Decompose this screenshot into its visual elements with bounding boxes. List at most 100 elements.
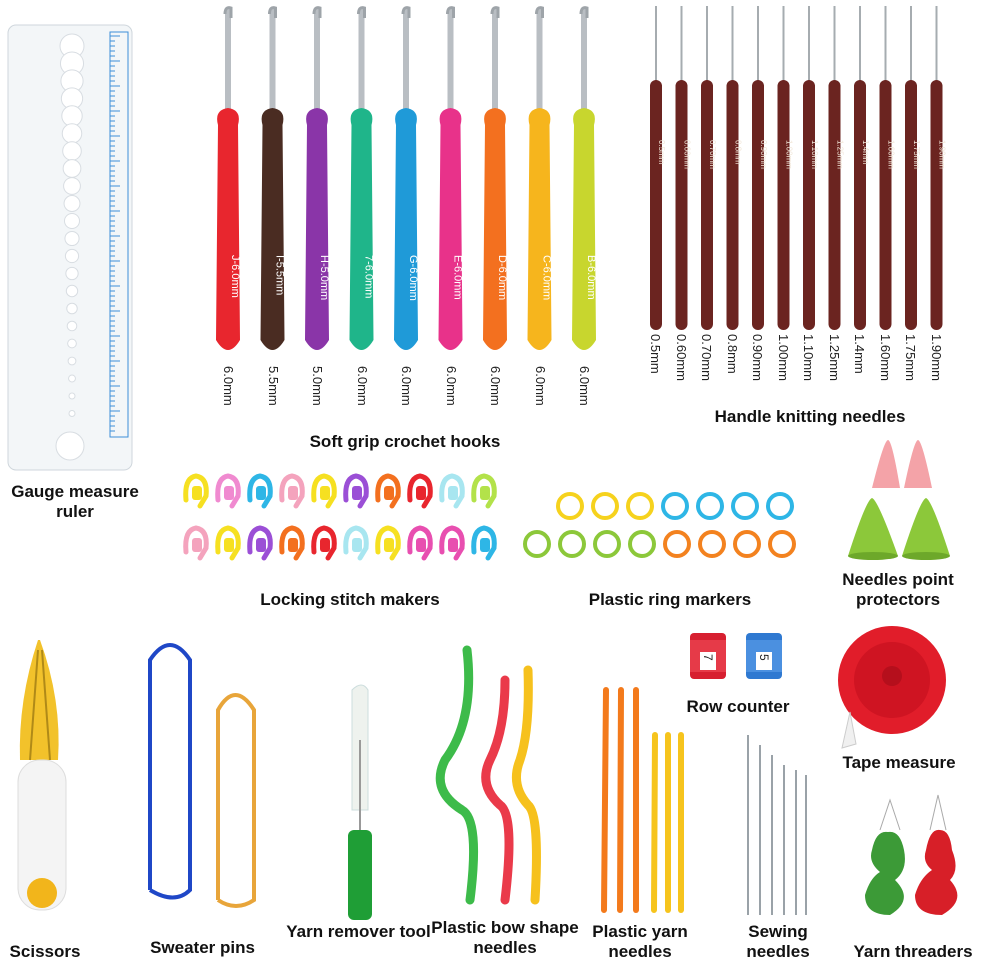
hook-handle-text: J-6.0mm <box>229 255 241 298</box>
needle-size-label: 1.60mm <box>877 334 893 381</box>
hook-size-label: 6.0mm <box>443 366 459 406</box>
locking-marker <box>183 473 209 509</box>
hook-handle-text: H-5.0mm <box>318 255 330 300</box>
needle-handle-text: 0.8mm <box>734 140 743 165</box>
hook-handle-text: B-6.0mm <box>585 255 597 300</box>
needle-size-label: 0.5mm <box>648 334 663 374</box>
hook-size-label: 5.5mm <box>265 366 281 406</box>
label-crochet-hooks: Soft grip crochet hooks <box>309 432 501 451</box>
locking-marker <box>279 525 305 561</box>
crochet-hook: C-6.0mm <box>527 6 553 350</box>
label-row-counter: Row counter <box>686 697 790 716</box>
needle-handle-text: 1.90mm <box>938 140 947 169</box>
hook-size-label: 6.0mm <box>354 366 370 406</box>
label-yarn-needles: Plastic yarn needles <box>592 922 688 961</box>
needle-size-label: 1.10mm <box>801 334 816 381</box>
knitting-needle: 1.60mm <box>879 6 896 330</box>
label-yarn-threaders: Yarn threaders <box>853 942 973 961</box>
knitting-needle: 0.70mm <box>701 6 717 330</box>
locking-marker <box>439 525 465 561</box>
needle-size-label: 1.4mm <box>852 334 867 374</box>
sweater-pins <box>148 643 256 908</box>
crochet-hook: I-5.5mm <box>260 6 286 350</box>
locking-marker <box>407 473 433 509</box>
needle-handle-text: 1.10mm <box>810 140 819 169</box>
hook-handle-text: D-6.0mm <box>496 255 508 300</box>
label-locking-markers: Locking stitch makers <box>260 590 440 609</box>
ring-marker <box>523 530 551 558</box>
label-ring-markers: Plastic ring markers <box>588 590 752 609</box>
locking-marker <box>471 473 497 509</box>
knitting-needle: 1.4mm <box>854 6 870 330</box>
hook-handle-text: E-6.0mm <box>452 255 464 300</box>
locking-marker <box>183 525 209 561</box>
ring-marker <box>593 530 621 558</box>
crochet-hook: J-6.0mm <box>216 6 241 350</box>
knitting-needle: 1.90mm <box>930 6 947 330</box>
row-counter-digit: 5 <box>757 654 771 661</box>
ring-marker <box>626 492 654 520</box>
locking-marker <box>279 473 305 509</box>
knitting-needle: 0.60mm <box>675 6 692 330</box>
row-counter <box>690 633 782 679</box>
crochet-hook: B-6.0mm <box>572 6 597 350</box>
ring-marker <box>556 492 584 520</box>
point-protectors <box>848 440 950 560</box>
hook-size-label: 6.0mm <box>399 366 414 406</box>
locking-marker <box>343 473 369 509</box>
ring-markers <box>523 492 796 558</box>
yarn-remover-tool <box>348 684 372 920</box>
tape-measure <box>838 626 946 749</box>
needle-size-label: 1.00mm <box>775 334 791 381</box>
label-tape-measure: Tape measure <box>842 753 956 772</box>
ring-marker <box>663 530 691 558</box>
ring-marker <box>591 492 619 520</box>
needle-handle-text: 0.90mm <box>759 140 768 169</box>
crochet-hook: H-5.0mm <box>305 6 330 350</box>
locking-marker <box>375 525 401 561</box>
needle-size-label: 0.90mm <box>750 334 765 381</box>
needle-size-label: 1.90mm <box>928 334 944 381</box>
locking-marker <box>247 525 273 561</box>
needle-handle-text: 1.75mm <box>912 140 921 169</box>
knitting-needle: 1.75mm <box>905 6 921 330</box>
knitting-needle: 0.5mm <box>650 6 666 330</box>
hook-size-label: 5.0mm <box>310 366 325 406</box>
needle-size-label: 1.75mm <box>903 334 918 381</box>
label-yarn-remover: Yarn remover tool <box>286 922 431 941</box>
crochet-hook: E-6.0mm <box>438 6 464 350</box>
knitting-needle: 1.00mm <box>777 6 794 330</box>
hook-size-label: 6.0mm <box>488 366 503 406</box>
hook-handle-text: C-6.0mm <box>541 255 553 300</box>
ring-marker <box>696 492 724 520</box>
locking-marker <box>343 525 369 561</box>
crochet-hook: G-6.0mm <box>394 6 419 350</box>
needle-handle-text: 1.4mm <box>861 140 870 165</box>
locking-marker <box>247 473 273 509</box>
plastic-yarn-needles <box>601 687 684 913</box>
ring-marker <box>733 530 761 558</box>
label-sweater-pins: Sweater pins <box>150 938 255 957</box>
needle-size-label: 0.60mm <box>673 334 689 381</box>
locking-marker <box>439 473 465 509</box>
needle-handle-text: 0.5mm <box>657 140 666 165</box>
crochet-hook: D-6.0mm <box>483 6 508 350</box>
hook-handle-text: I-5.5mm <box>274 255 286 295</box>
plastic-bow-needles <box>435 645 541 905</box>
label-sewing-needles: Sewing needles <box>746 922 810 961</box>
knitting-needle: 0.8mm <box>726 6 743 330</box>
locking-marker <box>471 525 497 561</box>
needle-handle-text: 1.00mm <box>785 140 794 169</box>
knitting-needles-group: 0.5mm 0.60mm 0.70mm 0.8mm 0.90mm 1.00mm 1.10mm… <box>650 6 947 330</box>
ring-marker <box>628 530 656 558</box>
locking-stitch-markers <box>183 473 497 561</box>
knitting-needle: 0.90mm <box>752 6 768 330</box>
label-gauge-ruler: Gauge measure ruler <box>11 482 139 521</box>
locking-marker <box>215 473 241 509</box>
label-knitting-needles: Handle knitting needles <box>714 407 906 426</box>
hook-size-label: 6.0mm <box>577 366 592 406</box>
needle-handle-text: 0.60mm <box>683 140 692 169</box>
ring-marker <box>558 530 586 558</box>
